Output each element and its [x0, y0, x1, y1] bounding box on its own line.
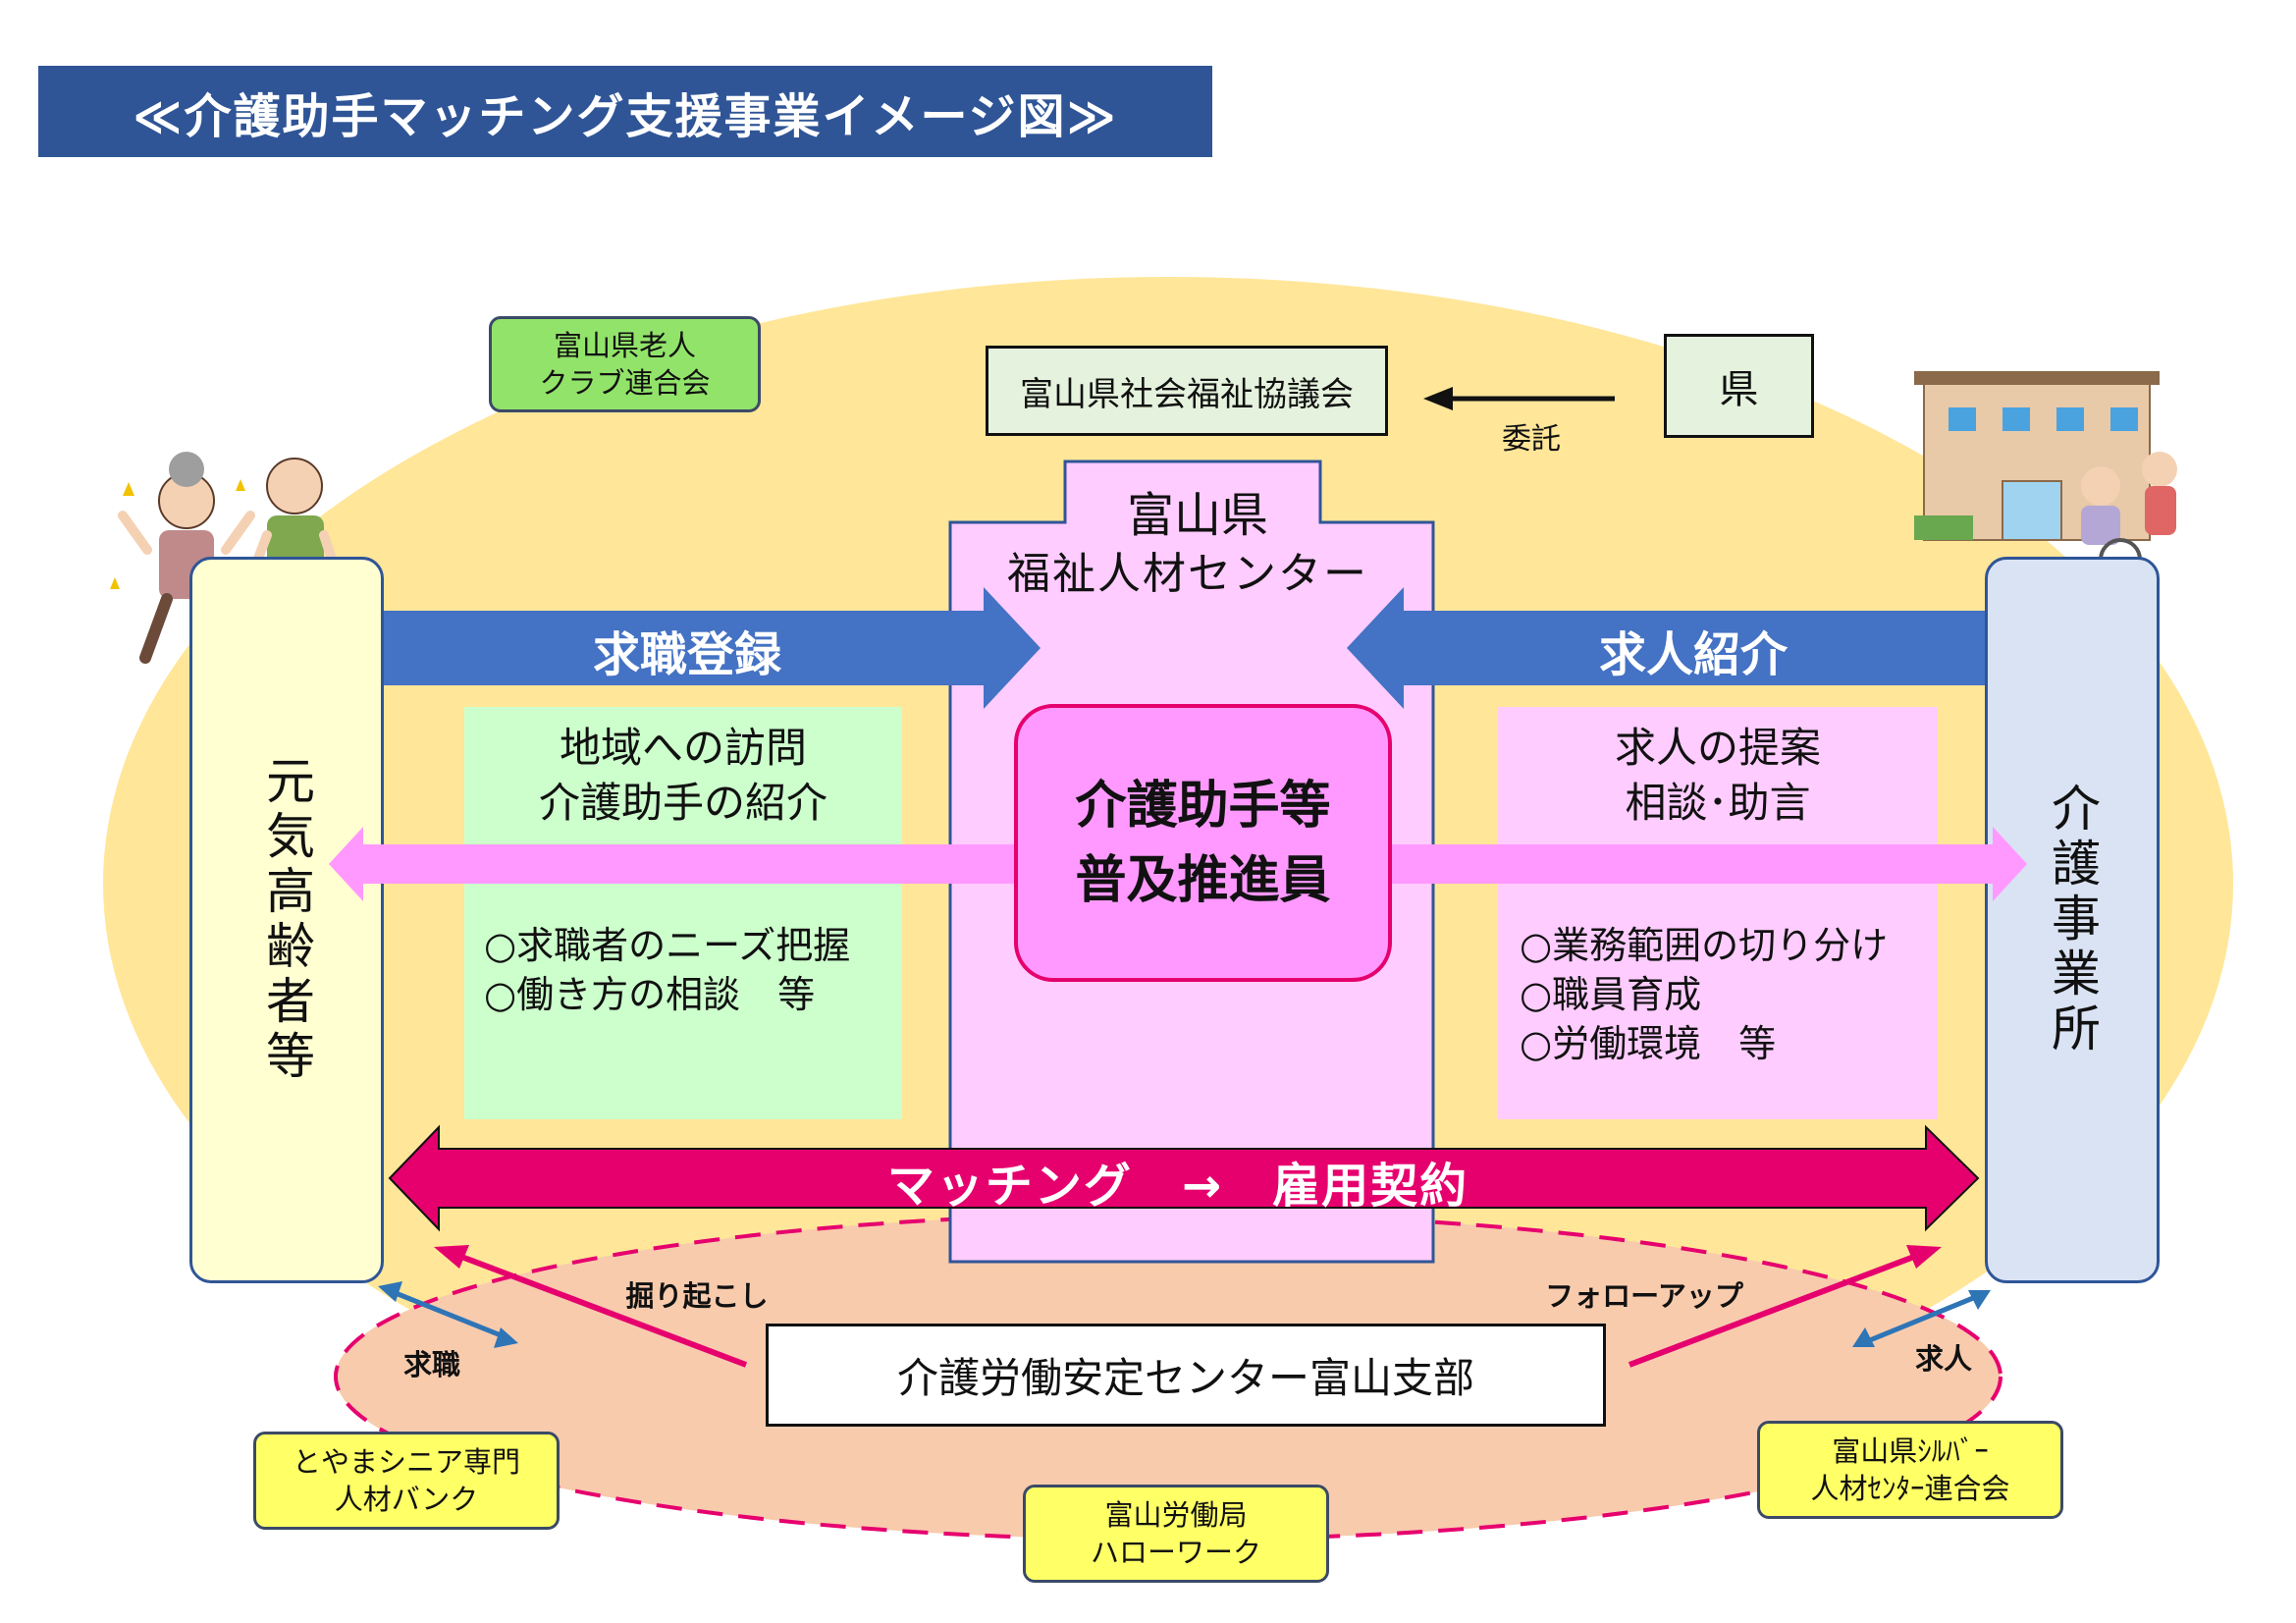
- left-box-item: ○求職者のニーズ把握: [484, 924, 851, 967]
- right-box-item: ○労働環境 等: [1520, 1022, 1777, 1065]
- matching-label: マッチング → 雇用契約: [886, 1159, 1469, 1214]
- roujin-club-box: 富山県老人 クラブ連合会: [489, 316, 761, 412]
- kyujin-shokai-label: 求人紹介: [1598, 627, 1788, 682]
- kyujin-arrow-head-b: [1968, 1290, 1991, 1310]
- right-box-item: ○業務範囲の切り分け: [1520, 924, 1889, 967]
- antei-center-box: 介護労働安定センター富山支部: [766, 1324, 1606, 1427]
- kyujin-label: 求人: [1914, 1342, 1972, 1376]
- silver-center-box: 富山県ｼﾙﾊﾞｰ 人材ｾﾝﾀｰ連合会: [1757, 1421, 2063, 1519]
- kyushoku-toroku-label: 求職登録: [592, 627, 781, 682]
- kyujin-shokai-arrow: [1347, 587, 1999, 709]
- kyujin-arrow-line: [1864, 1293, 1979, 1345]
- kyushoku-arrow-head-b: [494, 1327, 518, 1348]
- left-box-item: ○働き方の相談 等: [484, 973, 816, 1016]
- kyushoku-arrow-head-a: [378, 1281, 402, 1302]
- kyujin-arrow-head-a: [1852, 1327, 1875, 1347]
- horiokoshi-label: 掘り起こし: [625, 1279, 769, 1313]
- matching-arrow: [388, 1124, 1980, 1232]
- care-office-column: 介護事業所: [1985, 557, 2160, 1283]
- kyushoku-toroku-arrow: [361, 587, 1041, 709]
- senior-column: 元気高齢者等: [189, 557, 384, 1283]
- right-box-item: ○職員育成: [1520, 973, 1702, 1016]
- promoter-line2: 普及推進員: [1075, 850, 1331, 910]
- right-box-list: ○業務範囲の切り分け ○職員育成 ○労働環境 等: [1520, 921, 1932, 1068]
- center-title-line1: 富山県: [1126, 488, 1268, 543]
- center-title-line2: 福祉人材センター: [1007, 549, 1368, 599]
- horiokoshi-arrow-head: [434, 1245, 469, 1269]
- itaku-label: 委託: [1502, 422, 1561, 457]
- horiokoshi-arrow-line: [454, 1252, 748, 1368]
- senior-bank-box: とやまシニア専門 人材バンク: [253, 1432, 560, 1530]
- page-title: ≪介護助手マッチング支援事業イメージ図≫: [38, 66, 1212, 157]
- ken-box: 県: [1664, 334, 1814, 438]
- roudoukyoku-box: 富山労働局 ハローワーク: [1023, 1485, 1329, 1583]
- promoter-box: 介護助手等 普及推進員: [1014, 704, 1392, 982]
- left-box-heading: 地域への訪問 介護助手の紹介: [464, 721, 902, 831]
- kyushoku-arrow-line: [390, 1288, 507, 1340]
- followup-arrow-line: [1628, 1252, 1921, 1368]
- shakyo-box: 富山県社会福祉協議会: [986, 346, 1388, 436]
- care-facility-illustration: [1914, 371, 2177, 581]
- itaku-arrow-head: [1423, 387, 1453, 410]
- right-box-heading: 求人の提案 相談･助言: [1498, 721, 1938, 831]
- followup-arrow-head: [1906, 1245, 1942, 1269]
- left-box-heading-line1: 地域への訪問: [559, 724, 807, 772]
- followup-label: フォローアップ: [1545, 1279, 1743, 1313]
- right-box-heading-line1: 求人の提案: [1614, 724, 1821, 772]
- right-box-heading-line2: 相談･助言: [1625, 779, 1811, 827]
- left-activity-box: 地域への訪問 介護助手の紹介 ○求職者のニーズ把握 ○働き方の相談 等: [464, 707, 902, 1119]
- left-box-heading-line2: 介護助手の紹介: [538, 779, 828, 827]
- kyushoku-label: 求職: [402, 1348, 460, 1381]
- right-activity-box: 求人の提案 相談･助言 ○業務範囲の切り分け ○職員育成 ○労働環境 等: [1498, 707, 1938, 1119]
- promoter-line1: 介護助手等: [1075, 776, 1331, 836]
- left-box-list: ○求職者のニーズ把握 ○働き方の相談 等: [484, 921, 896, 1019]
